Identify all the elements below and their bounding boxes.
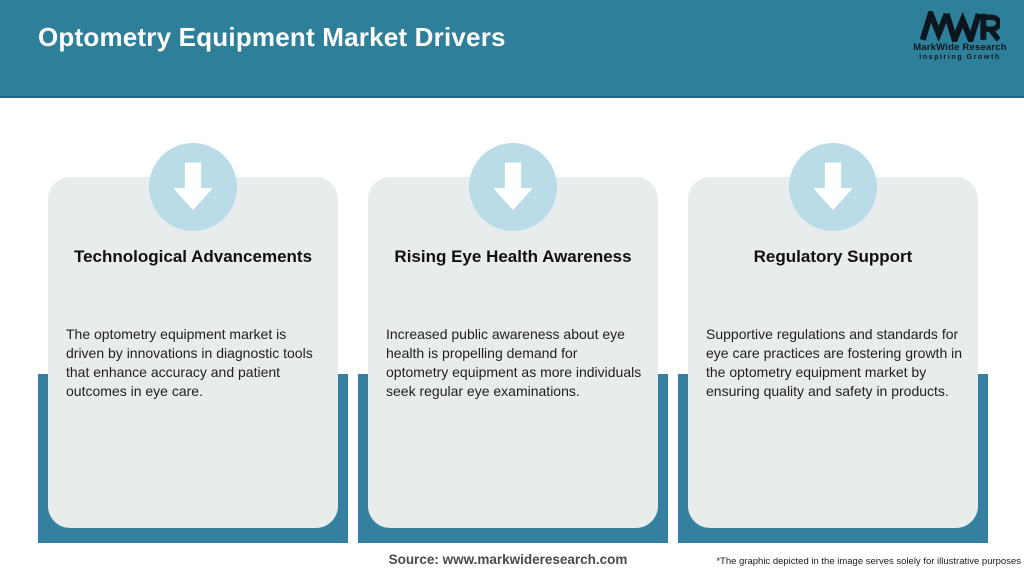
card-title: Rising Eye Health Awareness (394, 247, 632, 266)
down-arrow-badge (149, 143, 237, 231)
driver-card-regulatory-support: Regulatory Support Supportive regulation… (678, 0, 988, 576)
mwr-logo-icon (920, 11, 1000, 42)
card-title: Technological Advancements (73, 247, 313, 266)
disclaimer-text: *The graphic depicted in the image serve… (716, 556, 1021, 567)
page-title: Optometry Equipment Market Drivers (38, 22, 506, 52)
down-arrow-icon (173, 162, 213, 211)
header-bar: Optometry Equipment Market Drivers MarkW… (0, 0, 1024, 98)
card-description: The optometry equipment market is driven… (66, 326, 313, 399)
down-arrow-badge (789, 143, 877, 231)
down-arrow-badge (469, 143, 557, 231)
card-description: Supportive regulations and standards for… (706, 326, 963, 399)
logo-tagline: Inspiring Growth (919, 54, 1001, 61)
card-title: Regulatory Support (753, 247, 913, 266)
driver-card-technological-advancements: Technological Advancements The optometry… (38, 0, 348, 576)
driver-card: Rising Eye Health Awareness Increased pu… (368, 177, 658, 528)
down-arrow-icon (813, 162, 853, 211)
logo-company-name: MarkWide Research (913, 42, 1007, 53)
driver-card-rising-eye-health-awareness: Rising Eye Health Awareness Increased pu… (358, 0, 668, 576)
markwide-logo: MarkWide Research Inspiring Growth (910, 11, 1010, 61)
card-description: Increased public awareness about eye hea… (386, 326, 642, 399)
source-text: Source: www.markwideresearch.com (388, 552, 628, 567)
down-arrow-icon (493, 162, 533, 211)
driver-card: Technological Advancements The optometry… (48, 177, 338, 528)
driver-card: Regulatory Support Supportive regulation… (688, 177, 978, 528)
